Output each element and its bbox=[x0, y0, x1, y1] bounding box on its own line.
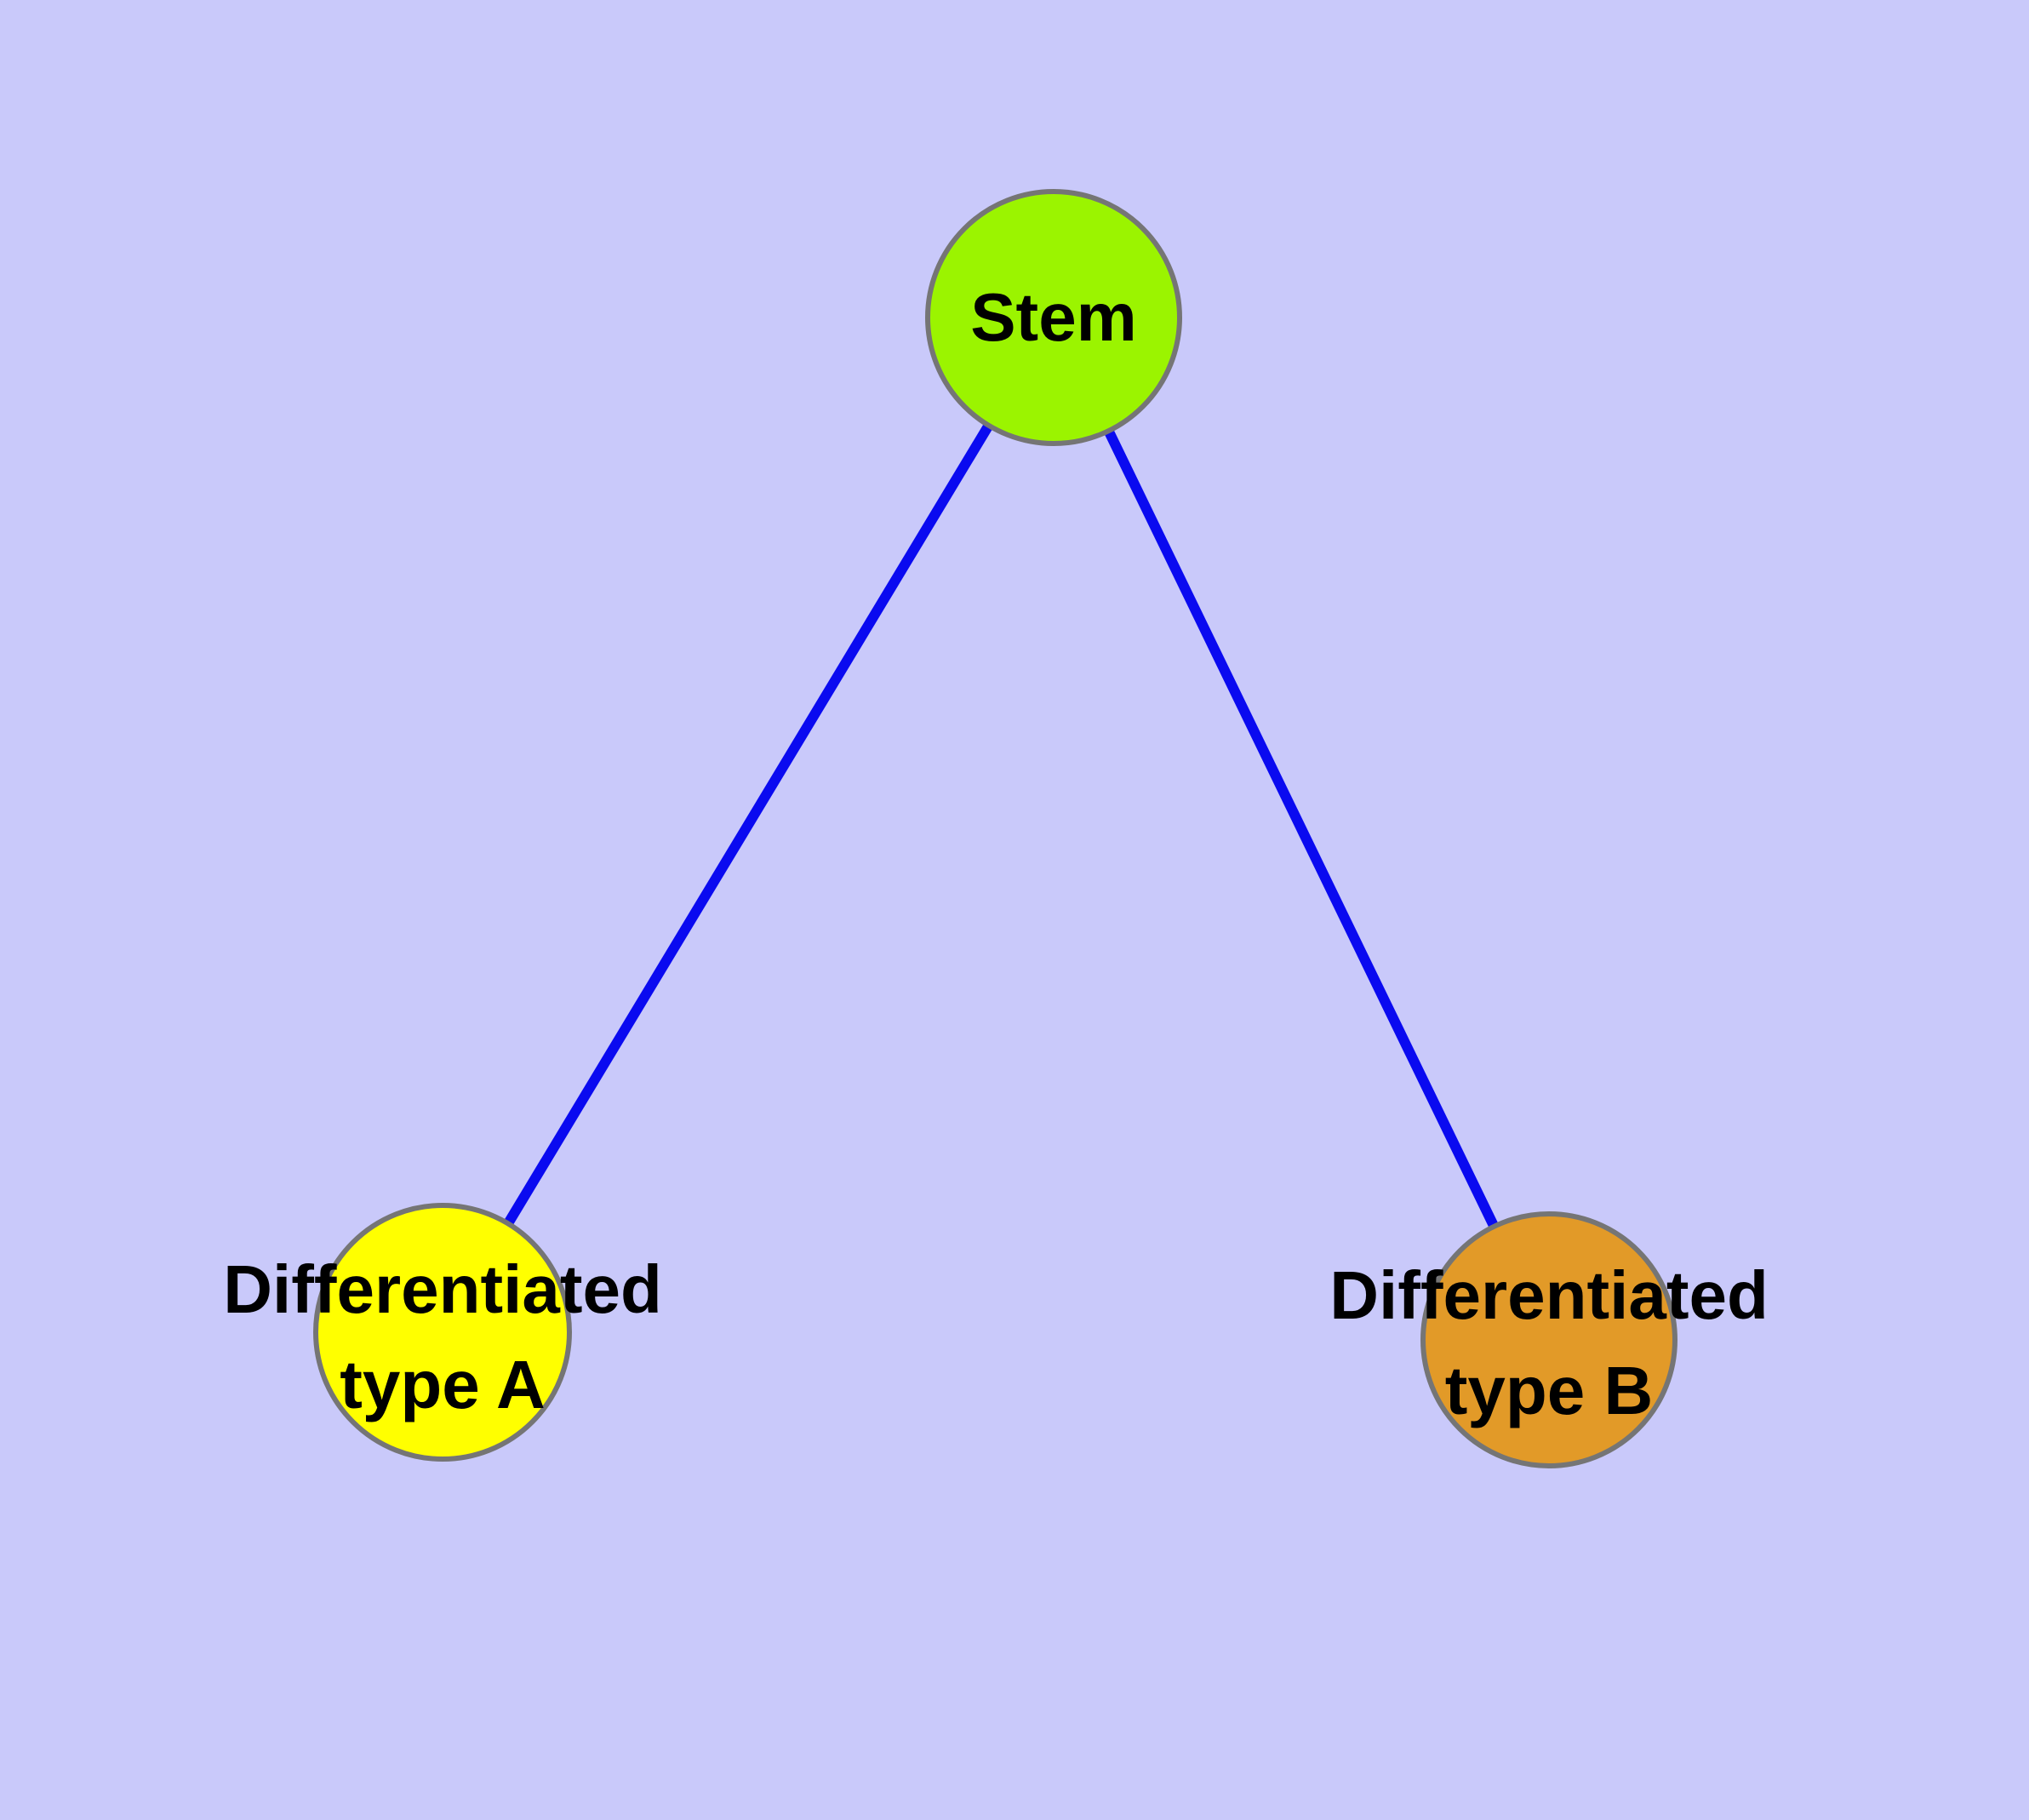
differentiated-type-b-node-label: Differentiated type B bbox=[1329, 1257, 1769, 1428]
edge-stem-to-type-a bbox=[437, 314, 1059, 1336]
stem-node bbox=[925, 189, 1182, 446]
stem-node-label: Stem bbox=[970, 279, 1137, 355]
differentiated-type-a-node-label: Differentiated type A bbox=[223, 1251, 662, 1422]
differentiated-type-b-node bbox=[1420, 1211, 1677, 1468]
edge-stem-to-type-b bbox=[1049, 315, 1554, 1342]
differentiated-type-a-node bbox=[313, 1203, 572, 1462]
